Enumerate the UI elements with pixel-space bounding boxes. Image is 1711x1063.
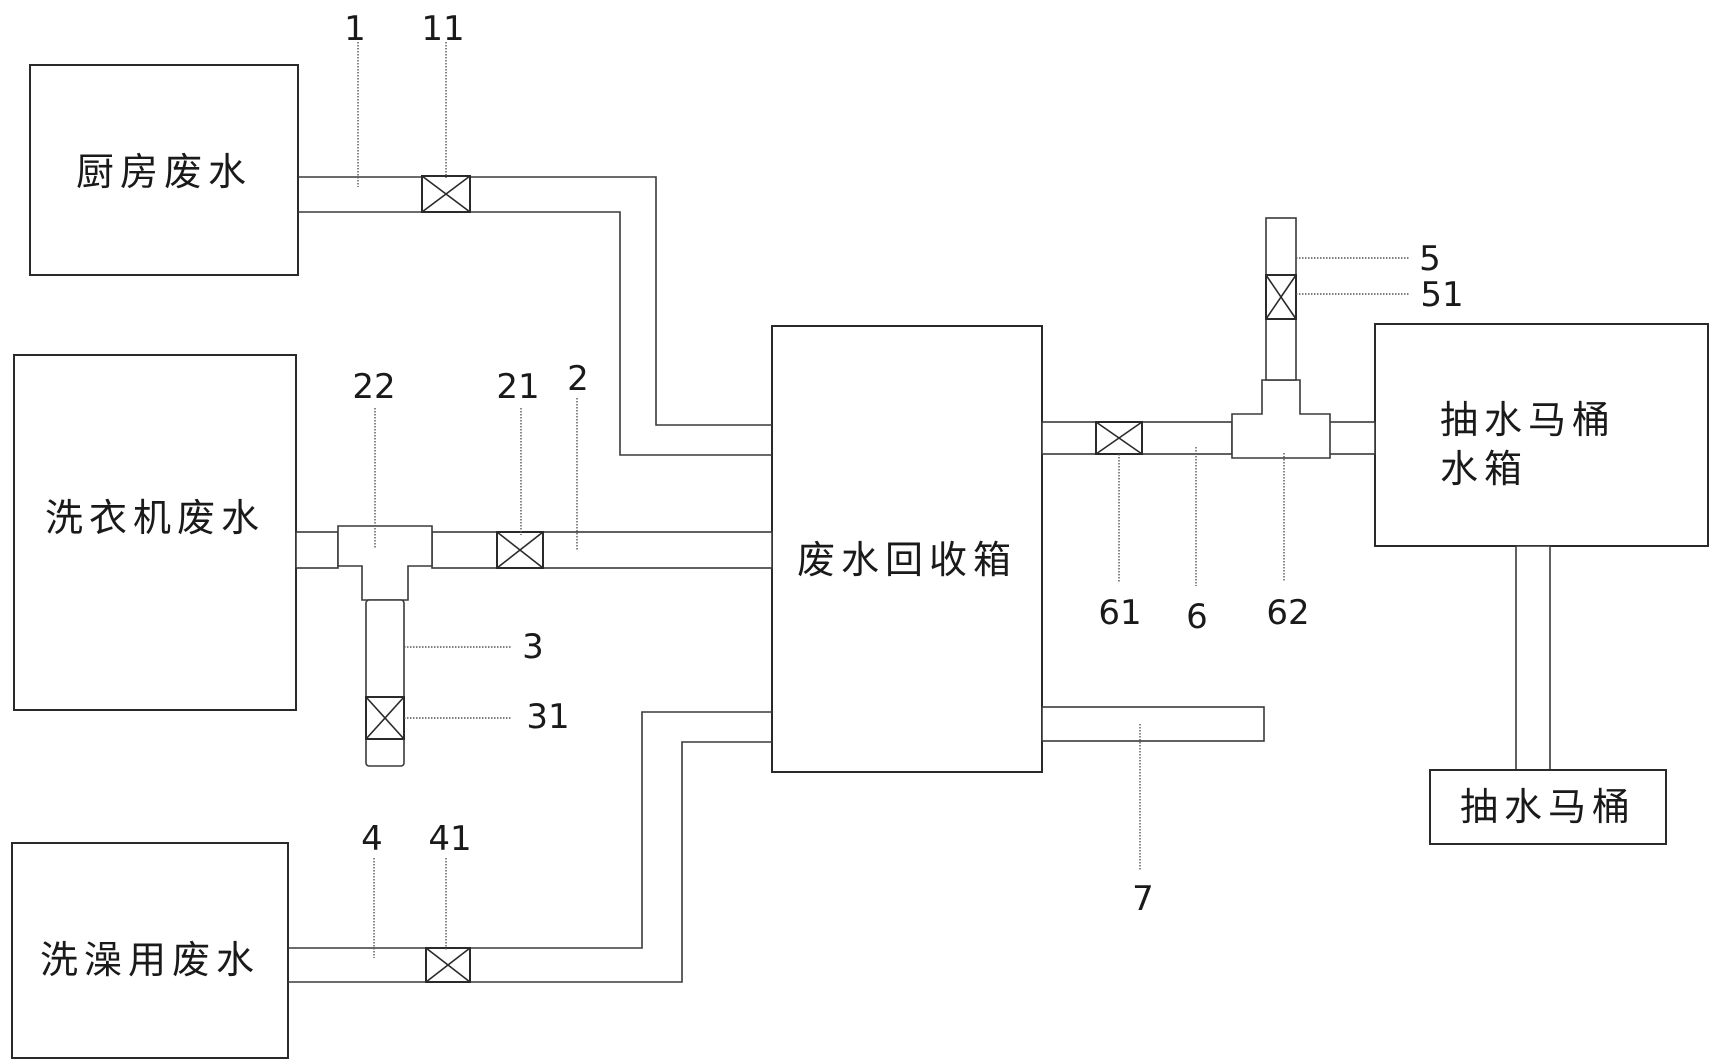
recovery-tank-label: 废水回收箱	[797, 538, 1017, 582]
wastewater-recovery-tank: 废水回收箱	[771, 325, 1043, 773]
valve-51	[1265, 274, 1297, 320]
toilet-cistern-label-line2: 水箱	[1440, 447, 1528, 491]
valve-11	[421, 175, 471, 213]
bath-wastewater-box: 洗澡用废水	[11, 842, 289, 1059]
tee-joint-62	[1231, 379, 1331, 459]
label-3: 3	[522, 627, 544, 667]
label-22: 22	[352, 367, 395, 407]
label-2: 2	[567, 359, 589, 399]
label-4: 4	[361, 819, 383, 859]
label-31: 31	[526, 697, 569, 737]
valve-21	[496, 531, 544, 569]
kitchen-wastewater-box: 厨房废水	[29, 64, 299, 276]
pipe-7-overflow	[1041, 706, 1265, 742]
cistern-to-toilet-pipe	[1515, 545, 1551, 771]
valve-61	[1095, 421, 1143, 455]
reference-numerals: 1 11 22 21 2 3 31 4 41 5 51 61 6 62 7	[344, 9, 1463, 919]
kitchen-wastewater-label: 厨房废水	[76, 150, 252, 194]
pipe-2-washer	[295, 531, 773, 569]
toilet-cistern-label-line1: 抽水马桶	[1440, 398, 1616, 442]
pipe-1-kitchen	[298, 176, 772, 456]
flush-toilet-label: 抽水马桶	[1460, 785, 1636, 829]
label-61: 61	[1098, 593, 1141, 633]
bath-wastewater-label: 洗澡用废水	[40, 938, 260, 982]
label-51: 51	[1420, 275, 1463, 315]
label-5: 5	[1419, 239, 1441, 279]
washing-machine-wastewater-box: 洗衣机废水	[13, 354, 297, 711]
flush-toilet-box: 抽水马桶	[1429, 769, 1667, 845]
label-41: 41	[428, 819, 471, 859]
valve-41	[425, 947, 471, 983]
valve-31	[365, 696, 405, 740]
label-21: 21	[496, 367, 539, 407]
label-1: 1	[344, 9, 366, 49]
pipe-3-branch	[365, 599, 405, 767]
label-11: 11	[421, 9, 464, 49]
tee-joint-22	[337, 525, 433, 601]
label-6: 6	[1186, 597, 1208, 637]
label-7: 7	[1132, 879, 1154, 919]
label-62: 62	[1266, 593, 1309, 633]
leader-lines	[357, 42, 1410, 958]
washing-machine-wastewater-label: 洗衣机废水	[45, 496, 265, 540]
toilet-cistern-box: 抽水马桶 水箱	[1374, 323, 1709, 547]
